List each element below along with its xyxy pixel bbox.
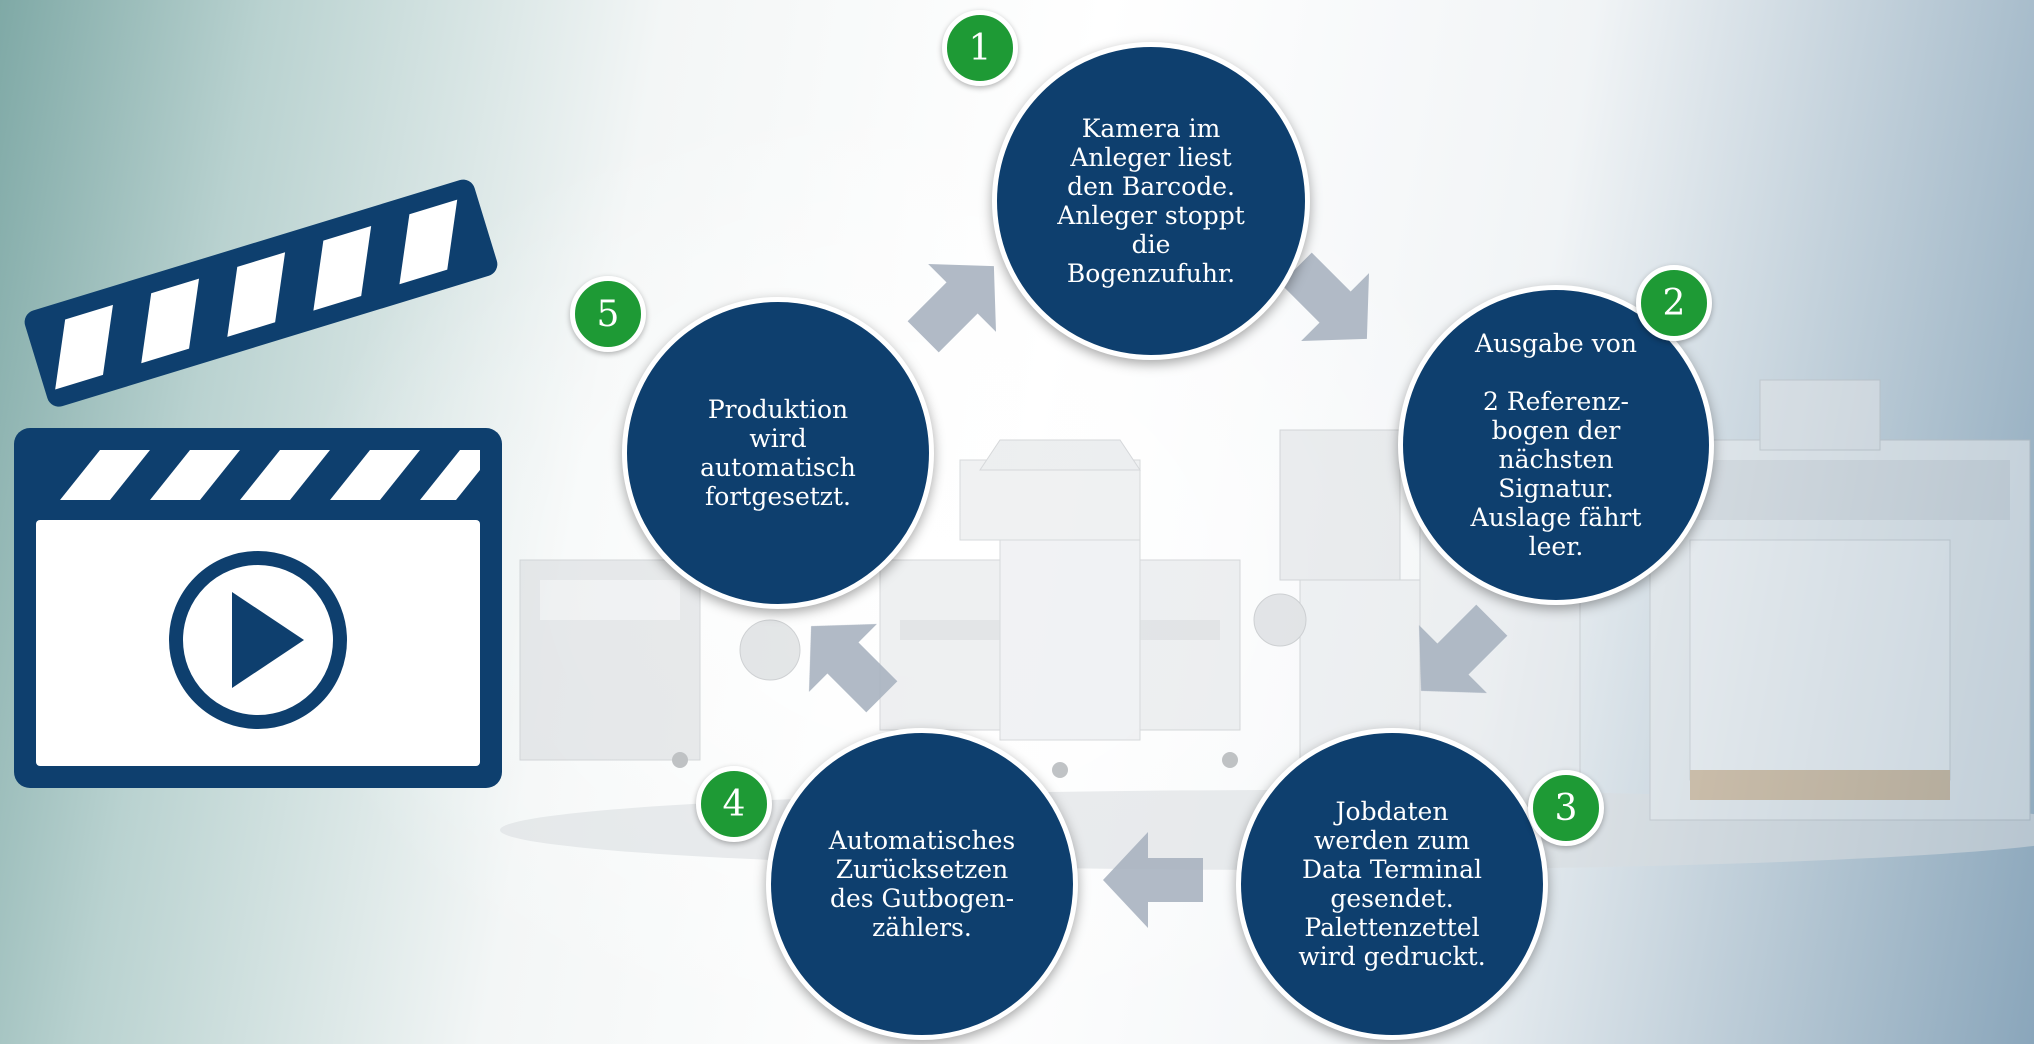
arrow-4-to-5-icon <box>808 623 898 713</box>
step-3-circle: Jobdaten werden zum Data Terminal gesend… <box>1236 728 1548 1040</box>
step-5-circle: Produktion wird automatisch fortgesetzt. <box>622 297 934 609</box>
step-5-badge: 5 <box>570 276 646 352</box>
step-2-circle: Ausgabe von 2 Referenz- bogen der nächst… <box>1398 285 1714 605</box>
step-4-badge: 4 <box>696 766 772 842</box>
step-1-badge: 1 <box>942 10 1018 86</box>
step-3-text: Jobdaten werden zum Data Terminal gesend… <box>1298 797 1486 971</box>
arrow-2-to-3-icon <box>1418 604 1508 694</box>
arrow-1-to-2-icon <box>1280 252 1370 342</box>
step-5-text: Produktion wird automatisch fortgesetzt. <box>700 395 856 511</box>
step-4-circle: Automatisches Zurücksetzen des Gutbogen-… <box>766 728 1078 1040</box>
step-4-text: Automatisches Zurücksetzen des Gutbogen-… <box>828 826 1016 942</box>
step-3-badge: 3 <box>1528 770 1604 846</box>
arrow-5-to-1-icon <box>907 263 997 353</box>
step-1-text: Kamera im Anleger liest den Barcode. Anl… <box>1057 114 1245 288</box>
arrow-3-to-4-icon <box>1103 832 1203 928</box>
step-2-text: Ausgabe von 2 Referenz- bogen der nächst… <box>1470 329 1642 561</box>
step-2-badge: 2 <box>1636 265 1712 341</box>
step-1-circle: Kamera im Anleger liest den Barcode. Anl… <box>992 42 1310 360</box>
